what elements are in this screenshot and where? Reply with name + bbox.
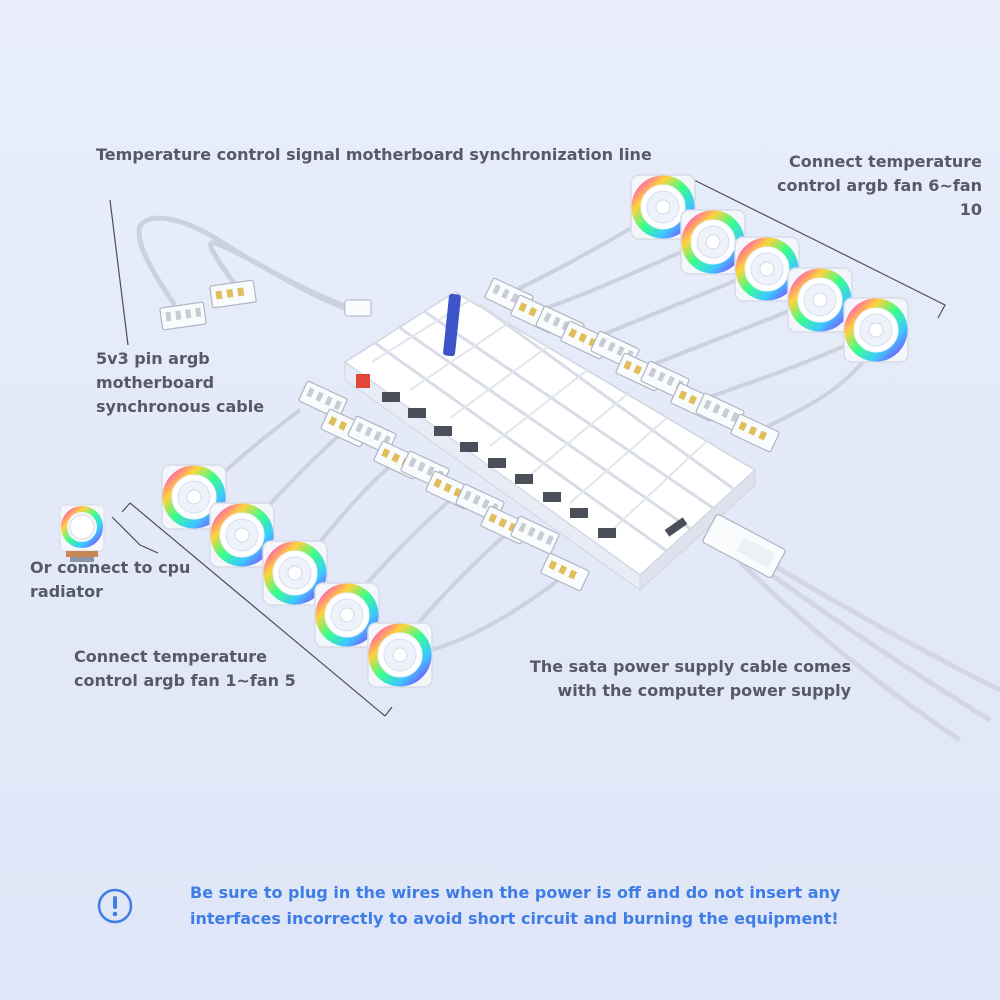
fan-icon: [788, 268, 852, 332]
sata-cable: [702, 514, 1000, 743]
hub-controller: [343, 291, 757, 592]
cpu-radiator-label-line1: Or connect to cpu: [30, 558, 191, 577]
fans-1-5-label-line2: control argb fan 1~fan 5: [74, 671, 296, 690]
sync-line-label: Temperature control signal motherboard s…: [96, 145, 652, 164]
fans-6-10-label-line1: Connect temperature: [788, 152, 982, 171]
fans-6-10: [483, 175, 908, 453]
sata-label: The sata power supply cable comes with t…: [530, 655, 851, 703]
fans-6-10-label: Connect temperature control argb fan 6~f…: [777, 150, 982, 222]
sync-cable: [136, 215, 372, 331]
warning-line1: Be sure to plug in the wires when the po…: [190, 883, 841, 902]
cpu-radiator-label: Or connect to cpu radiator: [30, 556, 190, 604]
sata-label-line2: with the computer power supply: [557, 681, 851, 700]
sata-label-line1: The sata power supply cable comes: [529, 657, 851, 676]
cpu-radiator-label-line2: radiator: [30, 582, 103, 601]
fan-icon: [844, 298, 908, 362]
exclamation-circle-icon: [97, 888, 133, 924]
argb-cable-label-line3: synchronous cable: [96, 397, 265, 416]
fans-6-10-label-line3: 10: [959, 200, 982, 219]
fan-icon: [368, 623, 432, 687]
argb-cable-label: 5v3 pin argb motherboard synchronous cab…: [96, 347, 264, 419]
fans-6-10-label-line2: control argb fan 6~fan: [776, 176, 982, 195]
argb-cable-label-line2: motherboard: [96, 373, 215, 392]
argb-cable-label-line1: 5v3 pin argb: [96, 349, 210, 368]
warning-text: Be sure to plug in the wires when the po…: [190, 880, 840, 932]
fans-1-5-label-line1: Connect temperature: [74, 647, 268, 666]
cpu-cooler-icon: [59, 504, 105, 562]
warning-line2: interfaces incorrectly to avoid short ci…: [190, 909, 839, 928]
fans-1-5-label: Connect temperature control argb fan 1~f…: [74, 645, 296, 693]
fans-1-5: [162, 380, 591, 687]
annotation-lines: [109, 177, 946, 717]
